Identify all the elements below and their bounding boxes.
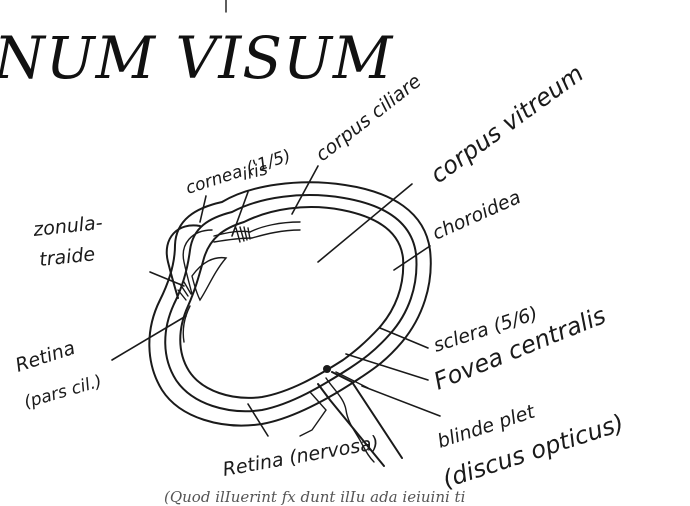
label-choroidea: choroidea [429,186,524,244]
label-zonula-line2: traide [38,243,96,271]
leader-choroidea [394,246,430,270]
page-title: NUM VISUM [0,24,394,92]
ciliary-body-shape [250,222,300,238]
ciliary-hatch [236,227,250,242]
eyeball [149,182,430,466]
label-retina-pars-ciliaris-line2: (pars cil.) [22,372,104,413]
leader-lines [112,166,440,436]
label-corpus-vitreum: corpus vitreum [425,59,589,189]
bottom-caption: (Quod ilIuerint fx dunt ilIu ada ieiuini… [164,488,466,506]
label-retina-nervosa: Retina (nervosa) [221,432,381,481]
label-cornea: cornea ('1/5) [183,146,293,199]
leader-blinde-plet [362,386,440,416]
label-zonula-line1: zonula- [31,212,104,241]
label-retina-pars-ciliaris-line1: Retina [13,337,78,377]
choroidea-layer [165,195,416,411]
fovea-dot [323,365,331,373]
